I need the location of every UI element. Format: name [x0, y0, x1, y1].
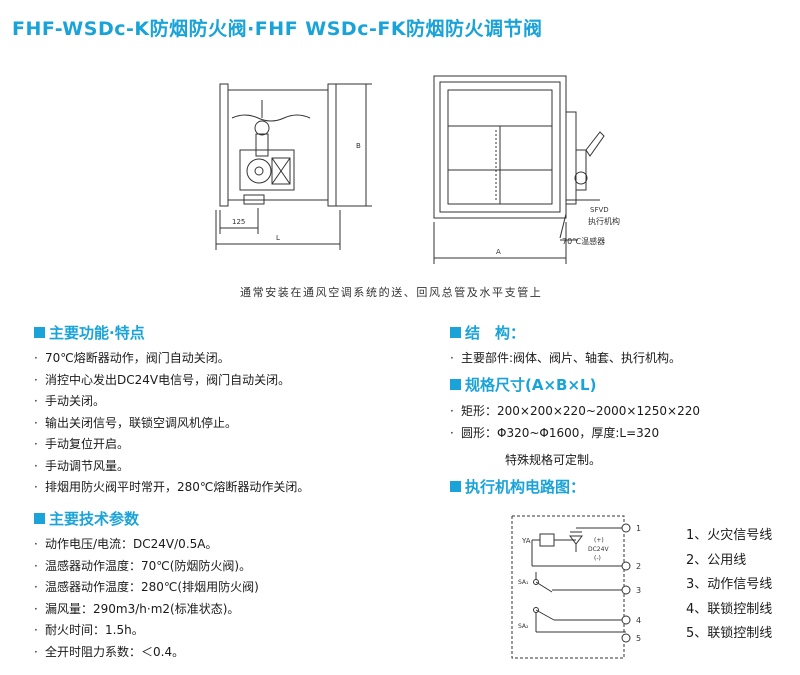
- list-item: ·输出关闭信号，联锁空调风机停止。: [34, 415, 238, 430]
- side-housing: [565, 111, 577, 205]
- left-flange: [219, 83, 229, 207]
- circuit-diagram: YA (+) DC24V (-) SA₁ SA₂ 1 2 3 4 5: [511, 515, 641, 659]
- right-flange: [327, 83, 337, 207]
- legend-item: 3、动作信号线: [686, 577, 773, 592]
- list-item: ·漏风量：290m3/h·m2(标准状态)。: [34, 601, 240, 616]
- list-item: ·矩形：200×200×220~2000×1250×220: [450, 404, 700, 418]
- terminal-4-label: 4: [636, 616, 641, 625]
- list-item: ·手动复位开启。: [34, 437, 130, 451]
- terminal-4-icon: [621, 615, 631, 625]
- terminal-5-label: 5: [636, 634, 641, 643]
- structure-heading: 结 构：: [450, 322, 525, 343]
- square-bullet-icon: [34, 513, 45, 524]
- dim-a-label: A: [496, 248, 501, 256]
- install-caption: 通常安装在通风空调系统的送、回风总管及水平支管上: [240, 286, 543, 299]
- manual-handle: [585, 131, 605, 157]
- list-item: ·圆形：Φ320~Φ1600，厚度:L=320: [450, 425, 660, 440]
- actuator-box: [239, 149, 295, 191]
- spec-list: ·矩形：200×200×220~2000×1250×220 ·圆形：Φ320~Φ…: [450, 401, 700, 444]
- terminal-2-icon: [621, 561, 631, 571]
- list-item: ·消控中心发出DC24V电信号，阀门自动关闭。: [34, 372, 291, 387]
- structure-list: ·主要部件:阀体、阀片、轴套、执行机构。: [450, 348, 681, 370]
- plus-label: (+): [594, 537, 604, 544]
- relay-coil: [539, 533, 555, 547]
- actuator-label: 执行机构: [588, 216, 620, 226]
- features-heading: 主要功能·特点: [34, 322, 145, 343]
- features-list: ·70℃熔断器动作，阀门自动关闭。 ·消控中心发出DC24V电信号，阀门自动关闭…: [34, 348, 309, 499]
- dc24v-label: DC24V: [588, 546, 609, 553]
- list-item: ·全开时阻力系数：＜0.4。: [34, 644, 185, 659]
- square-bullet-icon: [34, 327, 45, 338]
- sa1-label: SA₁: [518, 579, 529, 586]
- square-bullet-icon: [450, 327, 461, 338]
- list-item: ·动作电压/电流：DC24V/0.5A。: [34, 537, 218, 551]
- list-item: ·手动调节风量。: [34, 458, 130, 473]
- legend-item: 4、联锁控制线: [686, 601, 773, 617]
- terminal-2-label: 2: [636, 562, 641, 571]
- tech-heading: 主要技术参数: [34, 508, 139, 529]
- sfvd-label: SFVD: [590, 206, 609, 214]
- terminal-1-icon: [621, 523, 631, 533]
- sensor-label: 70℃温感器: [562, 236, 605, 246]
- terminal-block: [243, 194, 265, 205]
- legend-item: 1、火灾信号线: [686, 528, 773, 543]
- dim-b-label: B: [356, 142, 361, 150]
- spec-note: 特殊规格可定制。: [505, 453, 602, 467]
- circuit-legend: 1、火灾信号线 2、公用线 3、动作信号线 4、联锁控制线 5、联锁控制线: [686, 524, 772, 647]
- minus-label: (-): [594, 555, 601, 562]
- list-item: ·主要部件:阀体、阀片、轴套、执行机构。: [450, 351, 682, 365]
- terminal-3-label: 3: [636, 586, 641, 595]
- spec-heading: 规格尺寸(A×B×L): [450, 374, 596, 395]
- terminal-1-label: 1: [636, 524, 641, 533]
- square-bullet-icon: [450, 481, 461, 492]
- list-item: ·耐火时间：1.5h。: [34, 623, 144, 637]
- list-item: ·70℃熔断器动作，阀门自动关闭。: [34, 351, 230, 365]
- list-item: ·排烟用防火阀平时常开，280℃熔断器动作关闭。: [34, 480, 310, 494]
- fuse-dial: [246, 158, 272, 184]
- legend-item: 5、联锁控制线: [686, 626, 773, 641]
- terminal-3-icon: [621, 585, 631, 595]
- page-title: FHF-WSDc-K防烟防火阀·FHF WSDc-FK防烟防火调节阀: [12, 18, 543, 40]
- ya-label: YA: [521, 537, 531, 545]
- tech-list: ·动作电压/电流：DC24V/0.5A。 ·温感器动作温度：70℃(防烟防火阀)…: [34, 534, 259, 663]
- damper-wave: [231, 114, 311, 122]
- list-item: ·温感器动作温度：280℃(排烟用防火阀): [34, 580, 259, 594]
- list-item: ·手动关闭。: [34, 394, 106, 408]
- circuit-heading: 执行机构电路图：: [450, 476, 585, 497]
- sa2-label: SA₂: [518, 623, 529, 630]
- valve-drawings: B 125 L A SFVD 执行机构 70℃温感器: [215, 75, 620, 264]
- dim-125-label: 125: [232, 218, 245, 226]
- legend-item: 2、公用线: [686, 552, 747, 568]
- terminal-5-icon: [621, 633, 631, 643]
- list-item: ·温感器动作温度：70℃(防烟防火阀)。: [34, 558, 252, 573]
- square-bullet-icon: [450, 379, 461, 390]
- dim-l-label: L: [276, 234, 280, 242]
